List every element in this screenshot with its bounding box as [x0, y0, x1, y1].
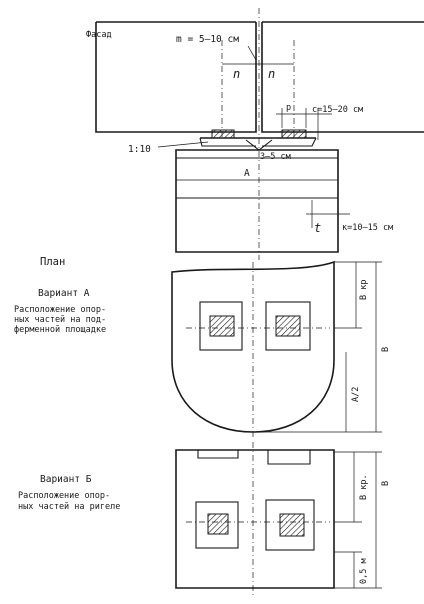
variant-b-left-bearing-frame — [195, 501, 239, 549]
variant-b-b-label: B — [381, 481, 391, 486]
variant-b-desc-line-1: Расположение опор- — [18, 491, 110, 501]
variant-a-bkr-label: B кр — [359, 280, 369, 300]
variant-a-desc-line-2: ных частей на под- — [14, 315, 106, 325]
m-gap-leader — [247, 45, 257, 61]
variant-a-left-bearing-frame — [199, 301, 243, 351]
plan-variant-a: План Вариант А Расположение опор- ных ча… — [14, 256, 391, 440]
variant-b-right-bearing-frame — [265, 499, 315, 551]
k-gap-label: к=10–15 см — [342, 223, 393, 233]
variant-a-ahalf-label: A/2 — [351, 387, 361, 402]
variant-a-desc-line-3: ферменной площадке — [14, 325, 106, 335]
variant-a-b-label: B — [381, 347, 391, 352]
variant-a-left-bearing-pad — [209, 315, 235, 337]
variant-a-right-bearing-frame — [265, 301, 311, 351]
variant-a-desc-line-1: Расположение опор- — [14, 305, 106, 315]
variant-b-desc-line-2: ных частей на ригеле — [18, 502, 120, 512]
variant-a-right-bearing-pad — [275, 315, 301, 337]
t-label: t — [314, 221, 321, 235]
variant-b-left-notch — [197, 450, 239, 459]
variant-b-left-bearing-pad — [207, 513, 229, 535]
n-right-label: n — [268, 67, 275, 81]
bearing-plate-left — [199, 137, 256, 147]
p-label: p — [286, 103, 291, 113]
facade-view: n n m = 5–10 см Фасад p c=15–20 см A 3–5… — [86, 8, 424, 260]
plan-title: План — [40, 256, 65, 268]
plan-variant-b: Вариант Б Расположение опор- ных частей … — [18, 442, 391, 598]
variant-a-title: Вариант А — [38, 288, 90, 299]
pier-cap-outline — [175, 149, 339, 253]
variant-b-half-label: 0,5 м — [359, 558, 369, 584]
c-gap-label: c=15–20 см — [312, 105, 363, 115]
variant-b-bkr-label: B кр. — [359, 474, 369, 500]
variant-b-right-bearing-pad — [279, 513, 305, 537]
left-span-outline — [95, 22, 257, 133]
scale-label: 1:10 — [128, 144, 151, 155]
variant-b-crossbeam-outline — [175, 449, 335, 589]
variant-b-right-notch — [267, 450, 311, 465]
right-bearing-block — [281, 129, 307, 139]
facade-title: Фасад — [86, 30, 112, 40]
variant-b-title: Вариант Б — [40, 474, 92, 485]
right-span-outline — [261, 22, 424, 133]
a-width-label: A — [244, 168, 250, 179]
three-five-label: 3–5 см — [260, 152, 291, 162]
m-gap-label: m = 5–10 см — [176, 34, 239, 45]
variant-a-pier-outline — [171, 260, 335, 433]
n-left-label: n — [233, 67, 240, 81]
scale-leader — [157, 141, 209, 148]
left-bearing-block — [211, 129, 235, 139]
bearing-plate-right — [262, 137, 317, 147]
